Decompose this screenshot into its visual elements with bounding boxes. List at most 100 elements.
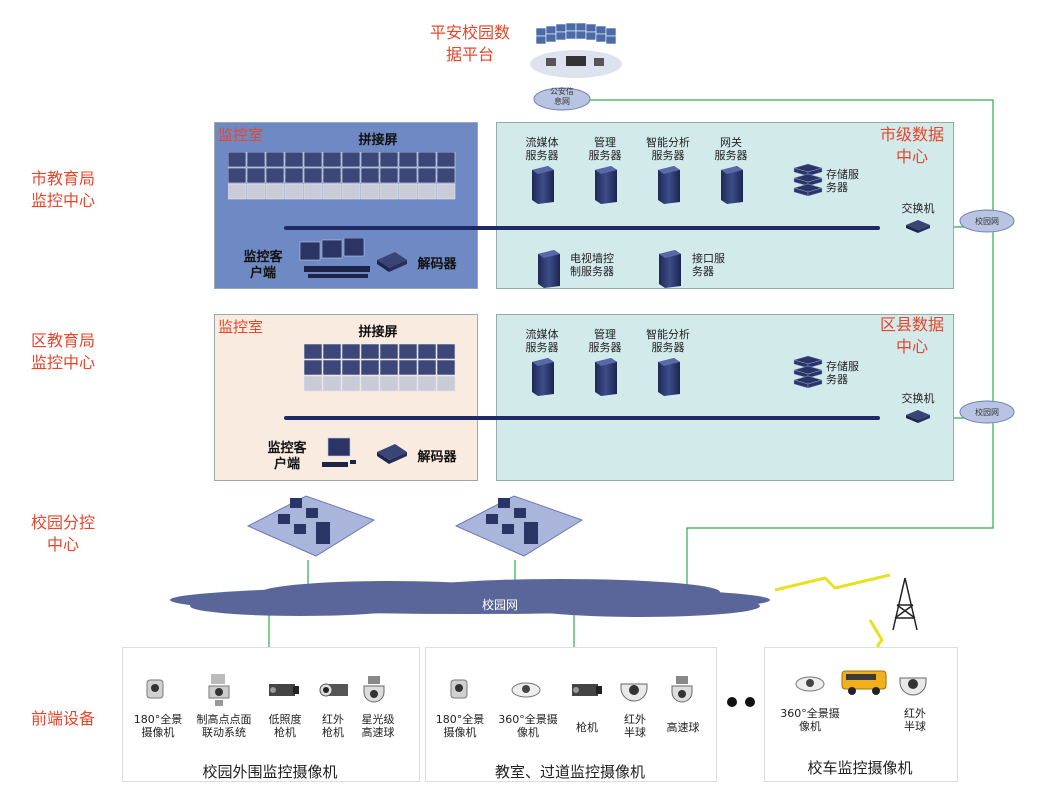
public-security-network-cloud (533, 87, 591, 111)
video-wall-tile (228, 152, 247, 168)
bullet-camera-icon (269, 684, 299, 696)
perimeter-device-4-label: 红外枪机 (322, 713, 344, 739)
video-wall-tile (379, 183, 399, 200)
video-wall-tile (304, 375, 323, 392)
video-wall-tile (417, 375, 437, 392)
district-server-management-label: 管理服务器 (588, 328, 622, 354)
bullet-camera-icon (572, 684, 602, 696)
video-wall-tile (436, 152, 456, 168)
group-classroom (425, 647, 717, 782)
group-perimeter (122, 647, 420, 782)
ir-bullet-camera-icon (319, 683, 348, 697)
video-wall-tile (398, 183, 418, 200)
video-wall-tile (360, 183, 380, 200)
city-monitor-room (214, 122, 478, 289)
video-wall-tile (398, 344, 418, 360)
district-server-streaming-icon (532, 358, 554, 396)
city-campus-net-label: 校园网 (975, 217, 999, 226)
city-switch-label: 交换机 (901, 202, 935, 215)
video-wall-tile (417, 359, 437, 376)
perimeter-device-5-label: 星光级高速球 (361, 713, 395, 739)
city-server-gateway-icon (721, 166, 743, 204)
video-wall-tile (341, 152, 361, 168)
ptz-linkage-camera-icon (208, 674, 230, 706)
district-backbone (284, 416, 880, 420)
perimeter-device-3-label: 低照度枪机 (268, 713, 302, 739)
video-wall-tile (284, 167, 304, 184)
video-wall-tile (284, 183, 304, 200)
city-tvwall-server-icon (538, 250, 560, 288)
city-video-wall-label: 拼接屏 (358, 133, 398, 148)
video-wall-tile (379, 359, 399, 376)
video-wall-tile (322, 183, 342, 200)
starlight-speed-dome-icon (363, 676, 385, 703)
video-wall-tile (303, 183, 323, 200)
district-campus-net-label: 校园网 (975, 408, 999, 417)
level-label-district: 区教育局监控中心 (30, 331, 95, 372)
classroom-device-4-label: 红外半球 (624, 713, 646, 739)
district-storage-server-icon (793, 355, 823, 389)
video-wall-tile (246, 183, 266, 200)
video-wall-tile (246, 152, 266, 168)
video-wall-tile (341, 167, 361, 184)
video-wall-tile (304, 344, 323, 360)
city-client-computers-icon (299, 238, 370, 278)
video-wall-tile (436, 183, 456, 200)
city-server-streaming-icon (532, 166, 554, 204)
campus-center-1-icon (246, 495, 376, 557)
city-video-wall-icon (228, 152, 456, 200)
video-wall-tile (417, 152, 437, 168)
district-video-wall-label: 拼接屏 (358, 325, 398, 340)
group-perimeter-title: 校园外围监控摄像机 (202, 763, 338, 781)
classroom-device-2-label: 360°全景摄像机 (498, 713, 558, 739)
video-wall-tile (341, 344, 361, 360)
classroom-device-5-label: 高速球 (666, 721, 700, 734)
video-wall-tile (398, 359, 418, 376)
video-wall-tile (436, 375, 456, 392)
video-wall-tile (398, 152, 418, 168)
district-decoder-icon (377, 444, 407, 464)
city-server-gateway-label: 网关服务器 (714, 136, 748, 162)
video-wall-tile (341, 375, 361, 392)
video-wall-tile (303, 167, 323, 184)
perimeter-device-1-label: 180°全景摄像机 (133, 713, 183, 739)
group-schoolbus-title: 校车监控摄像机 (807, 759, 913, 777)
public-security-network-label: 公安信息网 (550, 87, 574, 106)
video-wall-tile (265, 152, 285, 168)
video-wall-tile (379, 152, 399, 168)
ir-dome-camera-icon (899, 677, 927, 696)
video-wall-tile (265, 183, 285, 200)
city-server-streaming-label: 流媒体服务器 (525, 136, 559, 162)
district-data-center (496, 314, 954, 481)
district-room-title: 监控室 (218, 318, 264, 336)
video-wall-tile (228, 183, 247, 200)
group-schoolbus (764, 647, 958, 782)
video-wall-tile (284, 152, 304, 168)
classroom-device-1-label: 180°全景摄像机 (435, 713, 485, 739)
video-wall-tile (360, 344, 380, 360)
panorama-camera-icon (450, 679, 468, 699)
city-room-title: 监控室 (218, 126, 264, 144)
level-label-front: 前端设备 (30, 709, 95, 728)
video-wall-tile (228, 167, 247, 184)
more-dots-icon (727, 697, 755, 707)
district-switch-label: 交换机 (901, 392, 935, 405)
level-label-campus: 校园分控中心 (30, 513, 95, 554)
video-wall-tile (360, 359, 380, 376)
bus-device-1-label: 360°全景摄像机 (780, 707, 840, 733)
360-fisheye-camera-icon (795, 676, 825, 692)
video-wall-tile (379, 167, 399, 184)
city-interface-server-icon (659, 250, 681, 288)
video-wall-tile (417, 183, 437, 200)
video-wall-tile (379, 375, 399, 392)
group-classroom-title: 教室、过道监控摄像机 (494, 763, 645, 781)
city-decoder-icon (377, 252, 407, 272)
perimeter-device-2-label: 制高点点面联动系统 (196, 713, 252, 739)
360-fisheye-camera-icon (511, 682, 541, 698)
video-wall-tile (341, 359, 361, 376)
district-client-computer-icon (322, 437, 356, 467)
video-wall-tile (341, 183, 361, 200)
video-wall-tile (436, 359, 456, 376)
district-data-center-title: 区县数据中心 (879, 315, 944, 356)
